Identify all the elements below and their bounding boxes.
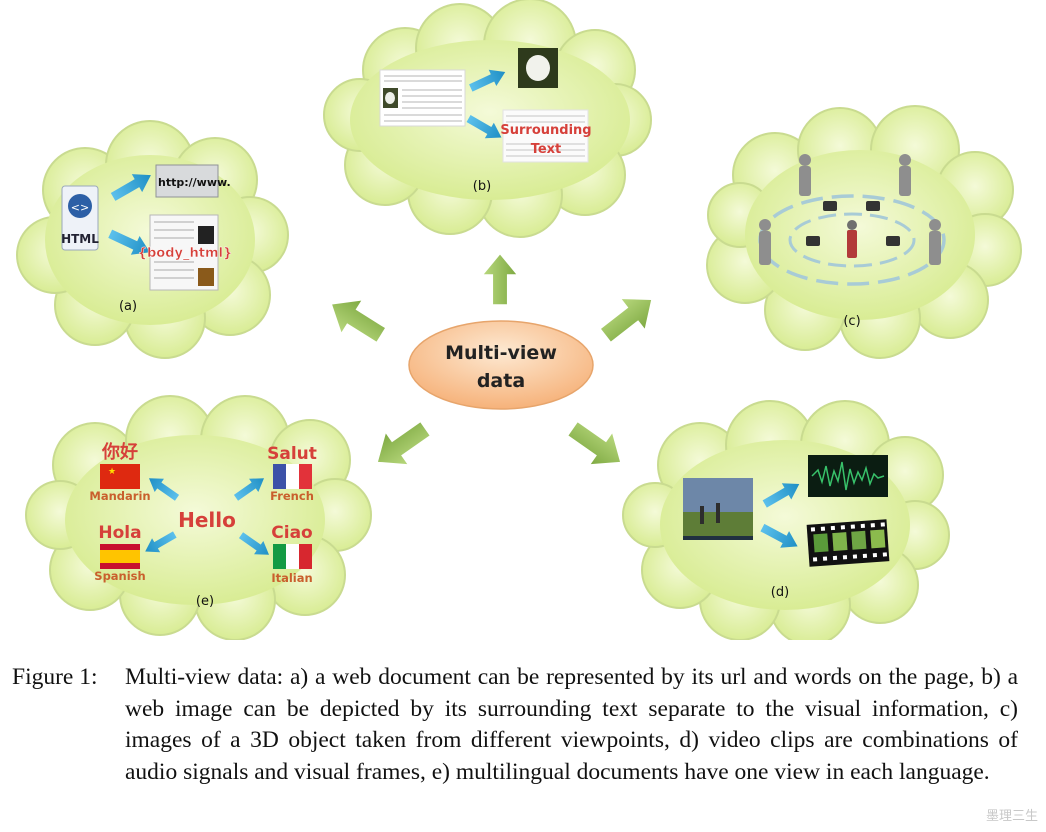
caption-text: Multi-view data: a) a web document can b… — [125, 664, 1018, 785]
france-flag — [273, 464, 312, 489]
spanish-name: Spanish — [94, 569, 145, 583]
french-word: Salut — [267, 444, 317, 464]
text-label: Text — [531, 142, 562, 157]
panel-d: (d) — [683, 455, 890, 600]
china-flag: ★ — [100, 464, 140, 489]
html-label: HTML — [61, 232, 99, 246]
film-strip — [806, 519, 890, 567]
camera-1 — [823, 201, 837, 211]
caption-label: Figure 1: — [12, 664, 98, 690]
panel-a-label: (a) — [119, 299, 137, 314]
panel-e: Hello 你好 ★ Mandarin Salut French Hola Sp… — [89, 441, 316, 609]
body-html-text: {body_html} — [138, 246, 233, 261]
svg-text:<>: <> — [71, 201, 89, 214]
italian-word: Ciao — [271, 523, 312, 543]
arrow-to-a — [322, 288, 391, 351]
arrow-to-d — [562, 413, 631, 478]
center-ellipse — [408, 320, 594, 410]
arrow-to-e — [367, 413, 436, 478]
multi-view-figure: Multi-view data <> HTML http://www. {bod… — [16, 0, 1022, 640]
panel-a: <> HTML http://www. {body_html} (a) — [61, 164, 233, 314]
camera-4 — [886, 236, 900, 246]
panel-c: (c) — [758, 154, 946, 329]
cloud-d — [622, 400, 950, 640]
center-title-line2: data — [477, 370, 525, 392]
surrounding-label: Surrounding — [500, 123, 591, 138]
arrow-to-b — [483, 254, 517, 305]
french-name: French — [270, 489, 314, 503]
panel-d-label: (d) — [771, 585, 789, 600]
statue-view-3 — [759, 219, 771, 265]
watermark: 墨理三生 — [985, 809, 1038, 824]
arrow-to-c — [594, 285, 663, 350]
statue-view-4 — [929, 219, 941, 265]
italy-flag — [273, 544, 312, 569]
cloud-b — [323, 0, 652, 238]
spain-flag — [100, 544, 140, 569]
svg-text:★: ★ — [108, 467, 116, 477]
cloud-c — [706, 105, 1022, 359]
center-figure — [847, 220, 857, 258]
camera-3 — [806, 236, 820, 246]
center-title-line1: Multi-view — [445, 342, 557, 364]
statue-view-1 — [799, 154, 811, 196]
panel-e-label: (e) — [196, 594, 214, 609]
inner-orbit — [788, 212, 916, 268]
hello-label: Hello — [178, 508, 236, 532]
camera-2 — [866, 201, 880, 211]
italian-name: Italian — [271, 571, 312, 585]
panel-b-label: (b) — [473, 179, 491, 194]
statue-view-2 — [899, 154, 911, 196]
audio-waveform — [808, 455, 888, 497]
url-bar — [155, 164, 219, 198]
mandarin-name: Mandarin — [89, 489, 150, 503]
panel-c-label: (c) — [843, 314, 860, 329]
spanish-word: Hola — [98, 523, 141, 543]
surrounding-text-block — [502, 109, 589, 163]
url-text: http://www. — [158, 176, 231, 189]
globe-icon — [68, 194, 92, 218]
panel-b: Surrounding Text (b) — [379, 48, 592, 194]
video-frame — [683, 478, 753, 540]
mandarin-word: 你好 — [101, 441, 138, 463]
